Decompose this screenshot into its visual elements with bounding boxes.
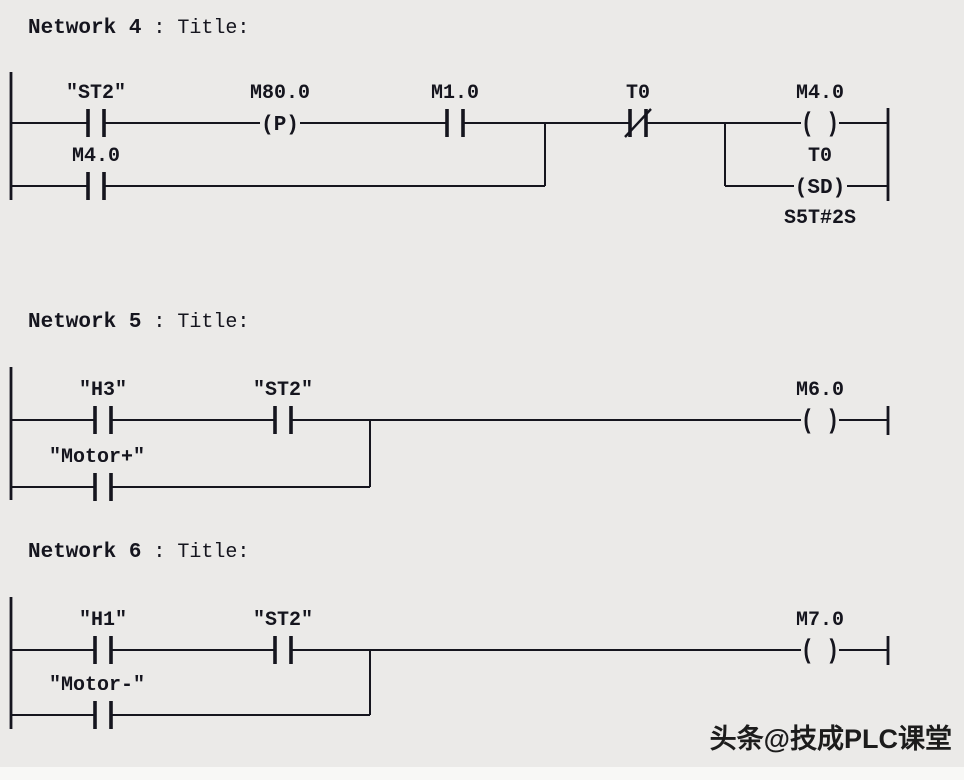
contact-no-h1[interactable]: "H1" xyxy=(79,609,127,664)
contact-no-m4[interactable]: M4.0 xyxy=(72,145,120,200)
contact-label: "ST2" xyxy=(66,82,126,105)
coil-pulse-m80[interactable]: M80.0 (P) xyxy=(250,82,310,137)
coil-label: M6.0 xyxy=(796,379,844,402)
contact-label: "ST2" xyxy=(253,379,313,402)
contact-no-motor-minus[interactable]: "Motor-" xyxy=(49,674,145,729)
network-title-suffix: : Title: xyxy=(153,311,249,334)
nc-slash xyxy=(624,108,652,138)
contact-label: "H1" xyxy=(79,609,127,632)
coil-m4[interactable]: M4.0 ( ) xyxy=(796,82,844,140)
coil-m6[interactable]: M6.0 ( ) xyxy=(796,379,844,437)
contact-label: "Motor-" xyxy=(49,674,145,697)
contact-label: M1.0 xyxy=(431,82,479,105)
contact-no-st2[interactable]: "ST2" xyxy=(253,609,313,664)
network-4: Network 4 : Title: "ST2" M80.0 (P) M1.0 xyxy=(9,17,890,230)
network-title-name: Network 5 xyxy=(28,311,141,334)
element-label: M80.0 xyxy=(250,82,310,105)
contact-label: "ST2" xyxy=(253,609,313,632)
contact-no-st2[interactable]: "ST2" xyxy=(253,379,313,434)
contact-no-motor-plus[interactable]: "Motor+" xyxy=(49,446,145,501)
coil-m7[interactable]: M7.0 ( ) xyxy=(796,609,844,667)
timer-label: T0 xyxy=(808,145,832,168)
bottom-strip xyxy=(0,767,964,780)
contact-label: T0 xyxy=(626,82,650,105)
network-title-suffix: : Title: xyxy=(153,541,249,564)
contact-no-st2[interactable]: "ST2" xyxy=(66,82,126,137)
pulse-coil-symbol: (P) xyxy=(261,114,299,137)
contact-nc-t0[interactable]: T0 xyxy=(624,82,652,138)
network-title-name: Network 6 xyxy=(28,541,141,564)
network-title[interactable]: Network 6 : Title: xyxy=(28,541,249,564)
contact-label: M4.0 xyxy=(72,145,120,168)
coil-symbol: ( ) xyxy=(801,110,839,140)
contact-label: "Motor+" xyxy=(49,446,145,469)
coil-timer-sd-t0[interactable]: T0 (SD) S5T#2S xyxy=(784,145,856,230)
watermark-text: 头条@技成PLC课堂 xyxy=(709,724,952,754)
coil-label: M7.0 xyxy=(796,609,844,632)
contact-no-h3[interactable]: "H3" xyxy=(79,379,127,434)
sd-coil-symbol: (SD) xyxy=(795,177,845,200)
network-title[interactable]: Network 5 : Title: xyxy=(28,311,249,334)
network-5: Network 5 : Title: "H3" "ST2" M6.0 ( ) xyxy=(9,311,890,501)
coil-symbol: ( ) xyxy=(801,637,839,667)
contact-label: "H3" xyxy=(79,379,127,402)
timer-value: S5T#2S xyxy=(784,207,856,230)
network-title-name: Network 4 xyxy=(28,17,141,40)
coil-label: M4.0 xyxy=(796,82,844,105)
network-title[interactable]: Network 4 : Title: xyxy=(28,17,249,40)
network-title-suffix: : Title: xyxy=(153,17,249,40)
coil-symbol: ( ) xyxy=(801,407,839,437)
network-6: Network 6 : Title: "H1" "ST2" M7.0 ( ) xyxy=(9,541,890,729)
contact-no-m1[interactable]: M1.0 xyxy=(431,82,479,137)
